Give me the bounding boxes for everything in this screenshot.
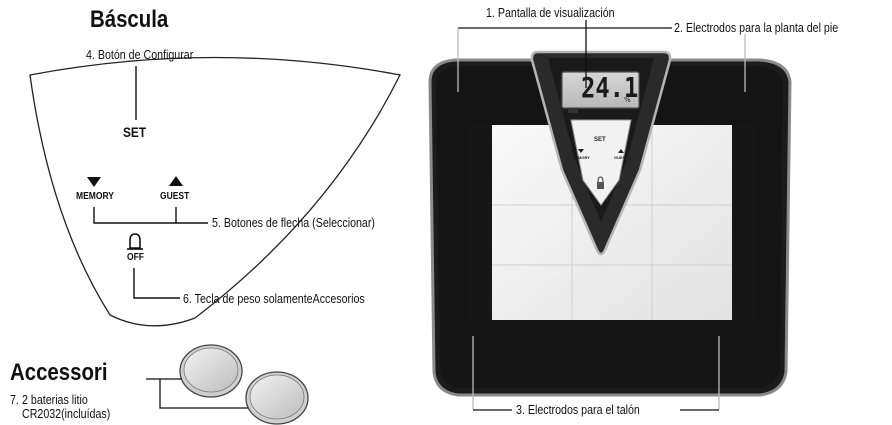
weight-only-callout: 6. Tecla de peso solamenteAccesorios bbox=[183, 291, 365, 306]
accessories-item-line1: 2 baterias litio bbox=[22, 392, 88, 407]
guest-arrow-icon bbox=[169, 176, 183, 186]
lcd-indicator bbox=[568, 108, 578, 113]
weight-only-bell-icon bbox=[127, 233, 143, 250]
accessories-item-number: 7. bbox=[10, 392, 19, 407]
set-button-callout: 4. Botón de Configurar bbox=[86, 47, 194, 62]
scale-panel-guest-button[interactable]: GUEST bbox=[614, 155, 628, 160]
scale-panel-memory-button[interactable]: MEMORY bbox=[572, 155, 590, 160]
set-button[interactable]: SET bbox=[123, 124, 147, 140]
accessories-item-line2: CR2032(incluídas) bbox=[22, 406, 111, 421]
control-panel-outline bbox=[29, 56, 401, 327]
battery-icon bbox=[179, 344, 243, 398]
arrow-buttons-callout: 5. Botones de flecha (Seleccionar) bbox=[212, 215, 375, 230]
foot-electrodes-callout: 2. Electrodos para la planta del pie bbox=[674, 20, 839, 35]
display-callout: 1. Pantalla de visualización bbox=[486, 5, 615, 20]
battery-callout-line-2 bbox=[159, 379, 248, 409]
scale-title: Báscula bbox=[90, 6, 169, 33]
heel-electrodes-callout: 3. Electrodos para el talón bbox=[516, 402, 640, 417]
arrow-buttons-bracket bbox=[93, 207, 208, 224]
lcd-reading: 24.1 bbox=[581, 71, 639, 104]
memory-arrow-icon bbox=[87, 177, 101, 187]
weight-only-callout-line bbox=[133, 268, 180, 299]
battery-icon bbox=[245, 371, 309, 425]
lcd-screen bbox=[561, 71, 640, 109]
weight-only-button[interactable]: OFF bbox=[127, 252, 144, 263]
lcd-unit: % bbox=[624, 96, 631, 104]
guest-button[interactable]: GUEST bbox=[160, 191, 190, 202]
accessories-title: Accessori bbox=[10, 359, 108, 386]
scale-panel-set-button[interactable]: SET bbox=[594, 137, 606, 143]
memory-button[interactable]: MEMORY bbox=[76, 191, 114, 202]
